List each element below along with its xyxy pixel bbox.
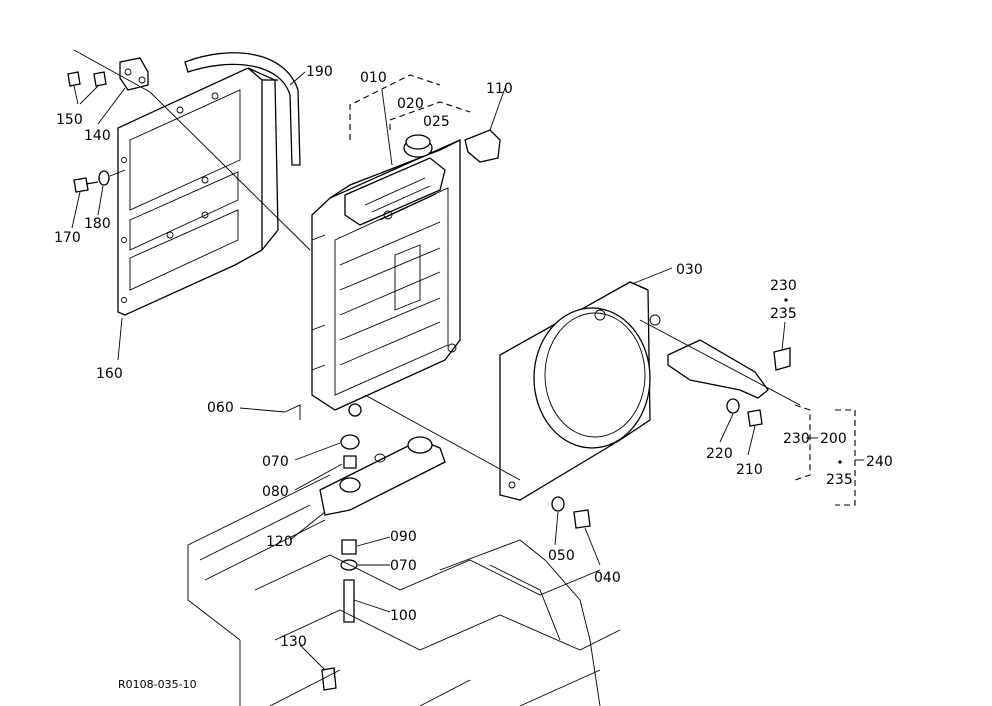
label-240: 240 [866,454,893,470]
leader-lines [71,71,786,671]
fan-shroud-part [364,281,661,501]
dot-marker [838,460,842,464]
label-230-top: 230 [770,278,797,294]
label-230: 230 [783,431,810,447]
label-030: 030 [676,262,703,278]
group-connectors [806,437,864,461]
label-040: 040 [594,570,621,586]
label-180: 180 [84,216,111,232]
label-110: 110 [486,81,513,97]
label-210: 210 [736,462,763,478]
label-070: 070 [262,454,289,470]
label-020: 020 [397,96,424,112]
stay-part [639,319,856,506]
seal-strip-part [184,52,301,166]
label-200: 200 [820,431,847,447]
radiator-part [311,134,461,417]
label-160: 160 [96,366,123,382]
label-060: 060 [207,400,234,416]
label-130: 130 [280,634,307,650]
bolt-washer-part [73,169,126,193]
label-190: 190 [306,64,333,80]
label-150: 150 [56,112,83,128]
label-070-lower: 070 [390,558,417,574]
label-090: 090 [390,529,417,545]
label-140: 140 [84,128,111,144]
label-220: 220 [706,446,733,462]
reference-code: R0108-035-10 [118,678,197,691]
label-100: 100 [390,608,417,624]
label-235: 235 [826,472,853,488]
label-050: 050 [548,548,575,564]
side-panel-part [117,67,279,316]
label-080: 080 [262,484,289,500]
label-120: 120 [266,534,293,550]
cap-part [464,129,501,163]
bolt-050-040-part [551,496,591,529]
part-labels: 010 020 025 110 190 150 140 170 180 160 … [54,64,893,691]
label-010: 010 [360,70,387,86]
bracket-part [67,49,311,251]
label-170: 170 [54,230,81,246]
lower-mount-part [284,404,446,691]
label-025: 025 [423,114,450,130]
label-235-top: 235 [770,306,797,322]
frame-part [187,474,621,706]
reference-brackets [349,74,471,166]
dot-marker [784,298,788,302]
